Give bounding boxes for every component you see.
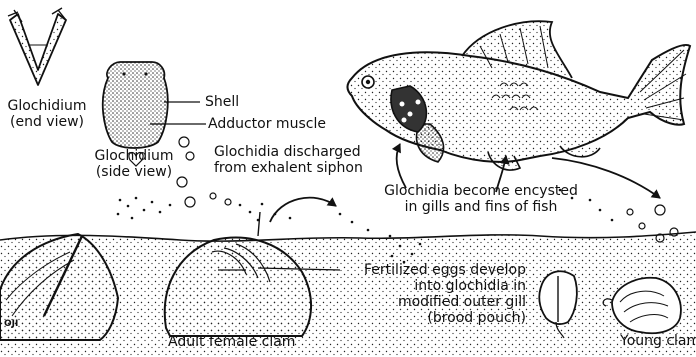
- young-clam-label: Young clam: [620, 333, 696, 349]
- label-line: from exhalent siphon: [214, 160, 363, 176]
- label-line: into glochidia in: [342, 278, 526, 294]
- label-line: Glochidium: [4, 98, 90, 114]
- artist-signature: OJI: [4, 316, 18, 332]
- glochidium-end-view-label: Glochidium (end view): [4, 98, 90, 130]
- adductor-muscle-label: Adductor muscle: [208, 116, 326, 132]
- glochidia-encysted-label: Glochidia become encysted in gills and f…: [374, 183, 588, 215]
- label-line: Glochidium: [86, 148, 182, 164]
- glochidium-side-view-label: Glochidium (side view): [86, 148, 182, 180]
- label-line: Fertilized eggs develop: [342, 262, 526, 278]
- adult-female-clam-label: Adult female clam: [168, 334, 295, 350]
- label-line: in gills and fins of fish: [374, 199, 588, 215]
- fertilized-eggs-label: Fertilized eggs develop into glochidia i…: [342, 262, 526, 326]
- glochidium-end-view: [8, 8, 66, 85]
- label-line: Glochidia discharged: [214, 144, 363, 160]
- label-line: Glochidia become encysted: [374, 183, 588, 199]
- label-line: (side view): [86, 164, 182, 180]
- shell-label: Shell: [205, 94, 239, 110]
- glochidium-side-view: [103, 62, 206, 148]
- glochidia-discharged-label: Glochidia discharged from exhalent sipho…: [214, 144, 363, 176]
- label-line: (brood pouch): [342, 310, 526, 326]
- label-line: (end view): [4, 114, 90, 130]
- label-line: modified outer gill: [342, 294, 526, 310]
